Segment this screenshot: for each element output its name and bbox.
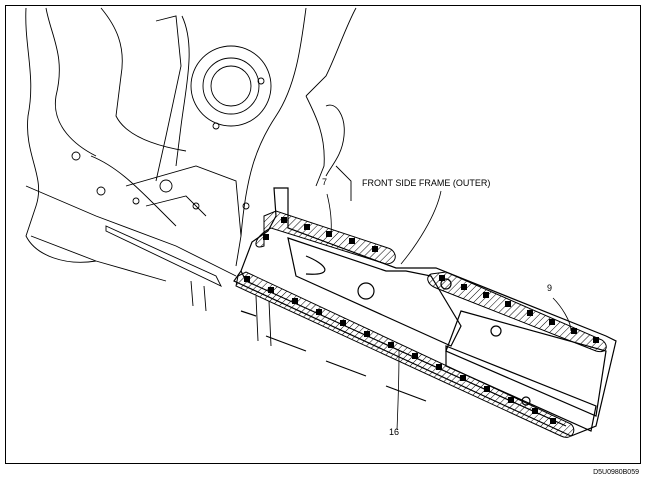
label-part-9: 9 xyxy=(547,283,553,293)
body-structure-drawing xyxy=(25,7,617,438)
vehicle-body-outline xyxy=(25,7,357,347)
label-front-side-frame-outer: FRONT SIDE FRAME (OUTER) xyxy=(362,178,491,188)
leader-7 xyxy=(326,193,332,235)
diagram-frame: 7 FRONT SIDE FRAME (OUTER) 9 16 xyxy=(5,5,641,464)
label-part-16: 16 xyxy=(389,427,400,437)
weld-band-9 xyxy=(427,271,607,353)
figure-code: D5U0980B059 xyxy=(593,469,639,476)
leader-16 xyxy=(396,350,400,431)
leader-frame xyxy=(400,190,442,265)
label-part-7: 7 xyxy=(322,177,328,187)
weld-band-7 xyxy=(255,210,396,265)
leader-lines xyxy=(326,190,572,431)
weld-band-16 xyxy=(235,271,575,438)
leader-9 xyxy=(552,297,572,332)
